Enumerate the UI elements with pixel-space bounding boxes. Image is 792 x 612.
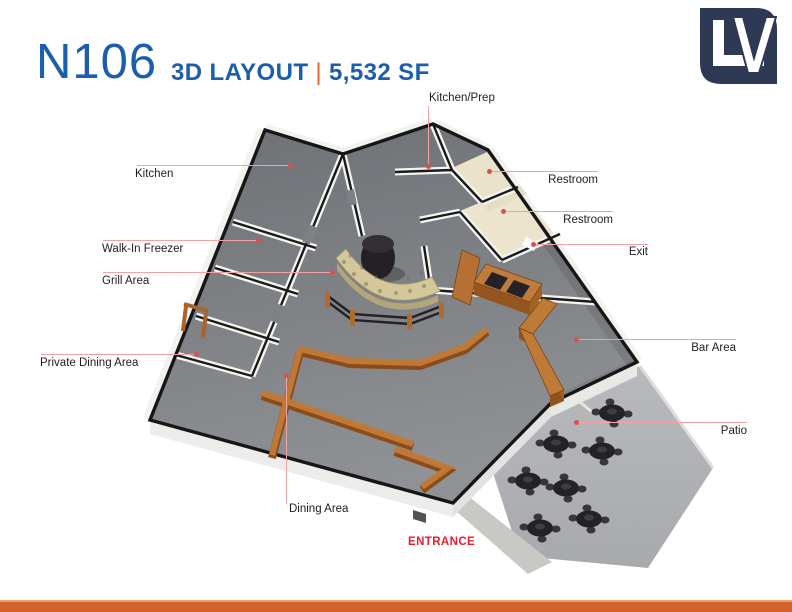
grill-area-leader-dot xyxy=(330,270,335,275)
label-private-dining-area: Private Dining Area xyxy=(40,357,139,369)
label-dining-area: Dining Area xyxy=(289,503,349,515)
label-restroom-lower: Restroom xyxy=(563,214,613,226)
subtitle-layout: 3D LAYOUT xyxy=(171,59,309,86)
dining-area-leader-dot xyxy=(284,373,289,378)
company-logo: LV xyxy=(700,8,777,84)
subtitle-separator: | xyxy=(315,59,323,86)
label-entrance: ENTRANCE xyxy=(408,536,476,548)
label-kitchen: Kitchen xyxy=(135,168,174,180)
interior-walls xyxy=(175,122,597,380)
pizza-oven-counter xyxy=(335,235,441,310)
label-grill-area: Grill Area xyxy=(102,275,150,287)
bar-area-leader-line xyxy=(576,339,736,341)
exterior-wall-outline xyxy=(147,122,640,505)
kitchen-prep-leader-line xyxy=(428,106,430,167)
walk-in-freezer-leader-line xyxy=(103,240,258,242)
private-dining-leader-line xyxy=(41,354,196,356)
restroom-upper-leader-dot xyxy=(487,169,492,174)
label-kitchen-prep: Kitchen/Prep xyxy=(429,92,495,104)
exterior-wall-faces xyxy=(143,118,642,517)
label-restroom-upper: Restroom xyxy=(548,174,598,186)
logo-letter-v xyxy=(731,16,777,74)
subtitle-sf: 5,532 SF xyxy=(329,59,430,86)
guard-railing xyxy=(325,292,444,330)
grill-area-leader-line xyxy=(103,272,332,274)
dining-area-leader-line xyxy=(286,376,288,504)
slide-subtitle: 3D LAYOUT|5,532 SF xyxy=(171,61,430,85)
label-exit: Exit xyxy=(628,246,648,258)
label-patio: Patio xyxy=(720,425,747,437)
kitchen-prep-leader-dot xyxy=(426,164,431,169)
bar-area-leader-dot xyxy=(574,337,579,342)
kitchen-leader-dot xyxy=(288,163,293,168)
footer-accent-bar xyxy=(0,600,792,612)
unit-number: N106 xyxy=(36,35,158,89)
shelf-unit xyxy=(451,249,543,315)
exit-leader-line xyxy=(533,244,648,246)
private-dining-doorframe xyxy=(181,302,209,339)
private-dining-leader-dot xyxy=(194,352,199,357)
restroom-upper-leader-line xyxy=(489,171,598,173)
bar-counter xyxy=(518,297,565,407)
patio-leader-line xyxy=(576,422,747,424)
exit-leader-dot xyxy=(531,242,536,247)
patio-leader-dot xyxy=(574,420,579,425)
label-bar-area: Bar Area xyxy=(691,342,736,354)
walk-in-freezer-leader-dot xyxy=(256,238,261,243)
kitchen-leader-line xyxy=(137,165,290,167)
entrance-door xyxy=(413,510,426,523)
restroom-lower-leader-line xyxy=(503,211,613,213)
exit-door xyxy=(522,237,538,251)
label-walk-in-freezer: Walk-In Freezer xyxy=(102,243,184,255)
restroom-lower-leader-dot xyxy=(501,209,506,214)
